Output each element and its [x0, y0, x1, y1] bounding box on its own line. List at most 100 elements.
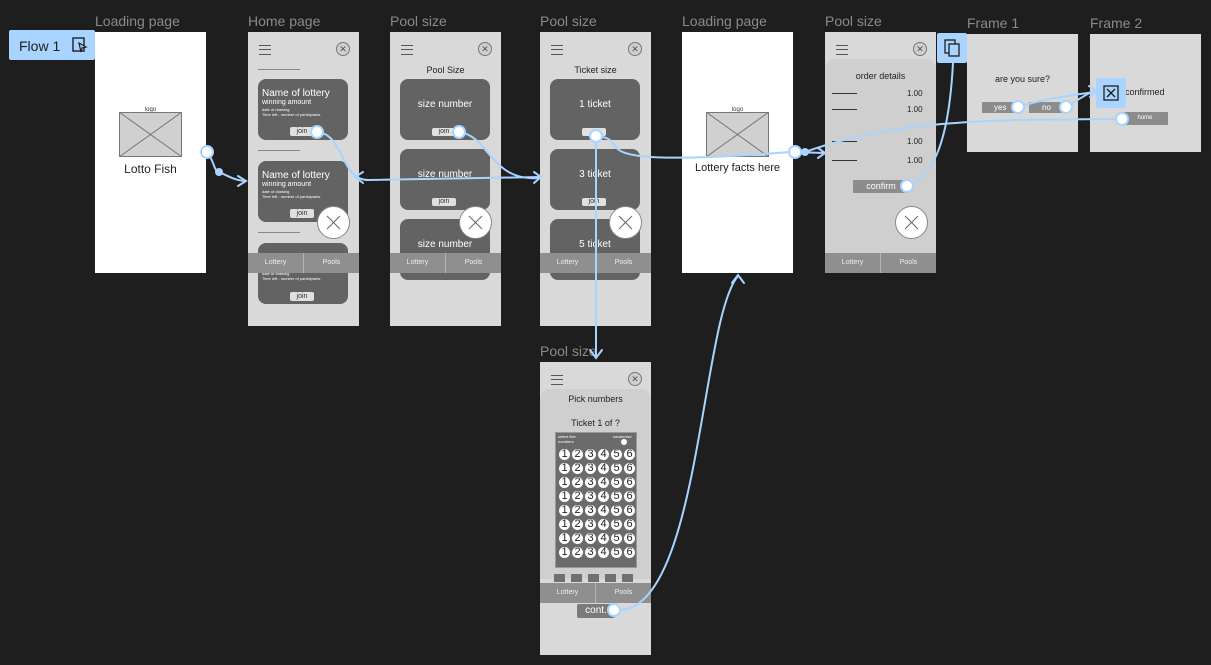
number-ball[interactable]: 6: [624, 477, 635, 488]
join-button[interactable]: join: [432, 198, 456, 206]
number-ball[interactable]: 4: [598, 505, 609, 516]
number-ball[interactable]: 6: [624, 533, 635, 544]
number-ball[interactable]: 1: [559, 477, 570, 488]
number-ball[interactable]: 5: [611, 477, 622, 488]
screen-heading: Pick numbers: [568, 394, 623, 404]
number-ball[interactable]: 5: [611, 491, 622, 502]
screen-heading: Ticket size: [574, 65, 617, 75]
number-ball[interactable]: 3: [585, 505, 596, 516]
lottery-card-1[interactable]: Name of lottery winning amount date of d…: [258, 79, 348, 140]
close-overlay-icon[interactable]: [1096, 78, 1126, 108]
join-button[interactable]: join: [290, 127, 314, 136]
number-ball[interactable]: 4: [598, 463, 609, 474]
number-ball[interactable]: 4: [598, 477, 609, 488]
number-ball[interactable]: 2: [572, 505, 583, 516]
join-button[interactable]: join: [290, 209, 314, 218]
menu-icon[interactable]: [836, 45, 848, 55]
number-ball[interactable]: 3: [585, 477, 596, 488]
number-ball[interactable]: 1: [559, 547, 570, 558]
yes-button[interactable]: yes: [982, 102, 1022, 113]
no-button[interactable]: no: [1029, 102, 1069, 113]
number-ball[interactable]: 3: [585, 533, 596, 544]
close-icon[interactable]: ✕: [336, 42, 350, 56]
number-ball[interactable]: 2: [572, 477, 583, 488]
randomize-toggle[interactable]: [621, 439, 627, 445]
number-ball[interactable]: 6: [624, 491, 635, 502]
tab-pools[interactable]: Pools: [595, 253, 651, 273]
number-ball[interactable]: 4: [598, 533, 609, 544]
number-ball[interactable]: 6: [624, 519, 635, 530]
join-button[interactable]: [582, 128, 606, 136]
number-ball[interactable]: 2: [572, 519, 583, 530]
number-ball[interactable]: 1: [559, 449, 570, 460]
number-ball[interactable]: 4: [598, 449, 609, 460]
tab-lottery[interactable]: Lottery: [556, 259, 579, 266]
floating-x-button[interactable]: [317, 206, 350, 239]
number-ball[interactable]: 4: [598, 519, 609, 530]
close-icon[interactable]: ✕: [628, 372, 642, 386]
menu-icon[interactable]: [259, 45, 271, 55]
flow-connector: [237, 175, 248, 187]
number-ball[interactable]: 5: [611, 463, 622, 474]
number-ball[interactable]: 5: [611, 505, 622, 516]
number-ball[interactable]: 3: [585, 463, 596, 474]
number-ball[interactable]: 1: [559, 519, 570, 530]
pool-option-2[interactable]: size number join: [400, 149, 490, 210]
flow-1-badge[interactable]: Flow 1: [9, 30, 95, 60]
number-ball[interactable]: 1: [559, 463, 570, 474]
tab-pools[interactable]: Pools: [595, 583, 651, 603]
tab-pools[interactable]: Pools: [880, 253, 936, 273]
number-ball[interactable]: 1: [559, 533, 570, 544]
tab-lottery[interactable]: Lottery: [406, 259, 429, 266]
join-button[interactable]: join: [582, 198, 606, 206]
number-ball[interactable]: 6: [624, 463, 635, 474]
tab-lottery[interactable]: Lottery: [841, 259, 864, 266]
number-ball[interactable]: 6: [624, 505, 635, 516]
number-ball[interactable]: 6: [624, 449, 635, 460]
number-ball[interactable]: 3: [585, 491, 596, 502]
number-ball[interactable]: 2: [572, 491, 583, 502]
overlay-swap-icon[interactable]: [937, 33, 967, 63]
number-ball[interactable]: 3: [585, 449, 596, 460]
number-ball[interactable]: 5: [611, 547, 622, 558]
continue-button[interactable]: cont.: [577, 604, 615, 618]
confirm-button[interactable]: confirm: [853, 180, 909, 193]
number-ball[interactable]: 2: [572, 547, 583, 558]
tab-lottery[interactable]: Lottery: [556, 589, 579, 596]
tab-pools[interactable]: Pools: [445, 253, 501, 273]
floating-x-button[interactable]: [459, 206, 492, 239]
number-ball[interactable]: 5: [611, 533, 622, 544]
home-button[interactable]: home: [1122, 112, 1168, 125]
number-ball[interactable]: 1: [559, 491, 570, 502]
number-ball[interactable]: 2: [572, 533, 583, 544]
join-button[interactable]: join: [432, 128, 456, 136]
number-ball[interactable]: 2: [572, 463, 583, 474]
number-ball[interactable]: 5: [611, 449, 622, 460]
floating-x-button[interactable]: [609, 206, 642, 239]
number-ball[interactable]: 1: [559, 505, 570, 516]
number-ball[interactable]: 4: [598, 491, 609, 502]
close-icon[interactable]: ✕: [478, 42, 492, 56]
tab-lottery[interactable]: Lottery: [264, 259, 287, 266]
tab-pools[interactable]: Pools: [303, 253, 359, 273]
number-ball[interactable]: 5: [611, 519, 622, 530]
slot: [605, 574, 616, 582]
menu-icon[interactable]: [401, 45, 413, 55]
menu-icon[interactable]: [551, 375, 563, 385]
divider: [258, 150, 300, 151]
number-ball[interactable]: 3: [585, 519, 596, 530]
number-ball[interactable]: 6: [624, 547, 635, 558]
close-icon[interactable]: ✕: [913, 42, 927, 56]
logo-placeholder-image: [119, 112, 182, 157]
ticket-option-1[interactable]: 1 ticket: [550, 79, 640, 140]
pool-option-1[interactable]: size number join: [400, 79, 490, 140]
menu-icon[interactable]: [551, 45, 563, 55]
ticket-option-2[interactable]: 3 ticket join: [550, 149, 640, 210]
close-icon[interactable]: ✕: [628, 42, 642, 56]
join-button[interactable]: join: [290, 292, 314, 301]
floating-x-button[interactable]: [895, 206, 928, 239]
number-ball[interactable]: 2: [572, 449, 583, 460]
number-ball[interactable]: 3: [585, 547, 596, 558]
number-ball[interactable]: 4: [598, 547, 609, 558]
